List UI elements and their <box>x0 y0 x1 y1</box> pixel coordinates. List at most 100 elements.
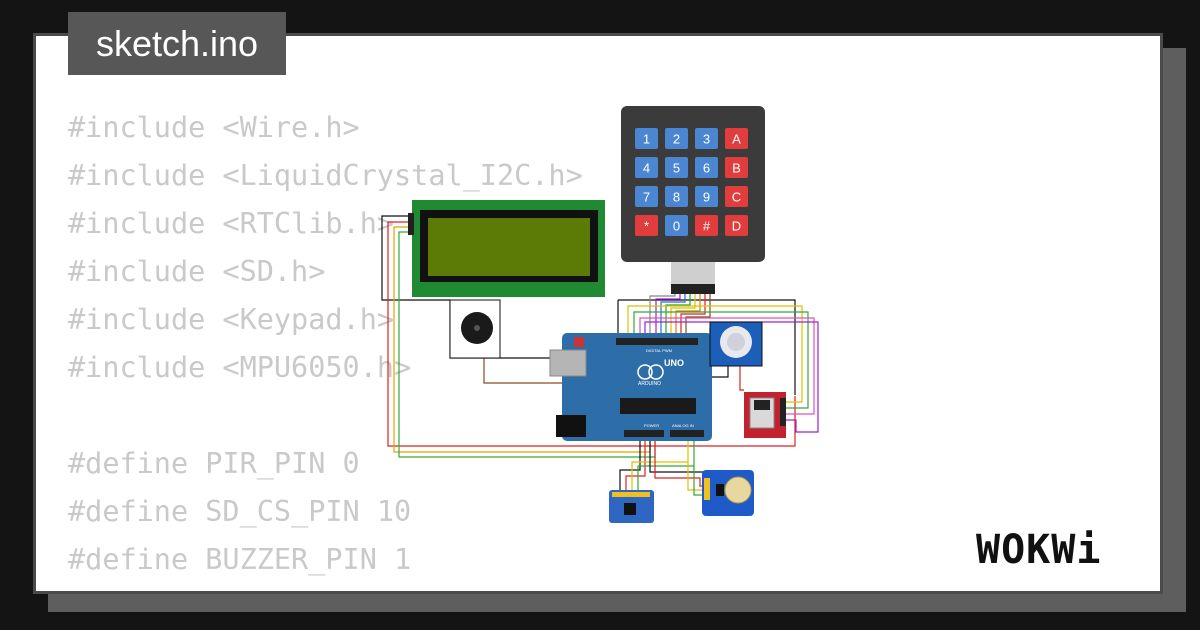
keypad-key-1[interactable] <box>635 128 658 149</box>
lcd-i2c-header <box>408 213 414 235</box>
keypad-key-label: * <box>644 219 649 234</box>
keypad-key-5[interactable] <box>665 157 688 178</box>
wire-green <box>693 466 704 496</box>
keypad-key-D[interactable] <box>725 215 748 236</box>
code-line: #define PIR_PIN 0 <box>68 447 360 480</box>
lcd-screen <box>428 218 590 276</box>
keypad-key-label: A <box>732 132 741 147</box>
pir-sensor[interactable] <box>709 321 763 367</box>
keypad-key-4[interactable] <box>635 157 658 178</box>
keypad-key-label: 3 <box>703 132 710 147</box>
code-line: #include <Wire.h> <box>68 111 360 144</box>
code-line: #include <SD.h> <box>68 255 326 288</box>
arduino-model-label: UNO <box>664 358 684 368</box>
mpu-chip <box>624 503 636 515</box>
keypad-key-3[interactable] <box>695 128 718 149</box>
usb-port <box>549 349 587 377</box>
keypad-key-label: # <box>703 219 711 234</box>
lcd-display[interactable] <box>408 200 605 297</box>
wokwi-logo: WOKWi <box>976 527 1102 573</box>
keypad-key-label: 1 <box>643 132 650 147</box>
mpu-pins <box>612 492 650 497</box>
power-header <box>624 430 664 437</box>
sd-card-icon <box>754 400 770 410</box>
power-jack <box>556 415 586 437</box>
code-line: #define BUZZER_PIN 1 <box>68 543 412 576</box>
wire-red <box>387 221 796 447</box>
wire-green <box>633 311 809 409</box>
wire-yellow <box>631 435 689 490</box>
rtc-chip <box>716 484 724 496</box>
wire-purple <box>655 290 681 340</box>
keypad-key-0[interactable] <box>665 215 688 236</box>
wire-brown <box>685 290 711 340</box>
keypad-key-label: 6 <box>703 161 710 176</box>
code-line: #define SD_CS_PIN 10 <box>68 495 412 528</box>
keypad-key-B[interactable] <box>725 157 748 178</box>
wire-red <box>654 435 704 487</box>
wire-yellow <box>627 305 803 403</box>
wire-red <box>739 365 744 391</box>
wire-green <box>637 435 695 490</box>
filename-tab: sketch.ino <box>68 12 286 75</box>
keypad-key-label: 2 <box>673 132 680 147</box>
atmega-chip <box>620 398 696 414</box>
reset-button[interactable] <box>574 337 584 347</box>
arduino-infinity-logo <box>648 364 664 380</box>
preview-card: #include <Wire.h> #include <LiquidCrystal… <box>33 33 1163 594</box>
buzzer[interactable] <box>449 299 501 359</box>
wire-red <box>625 435 646 490</box>
wire-purple <box>644 321 819 433</box>
analog-label: ANALOG IN <box>672 423 694 428</box>
keypad-key-label: 5 <box>673 161 680 176</box>
arduino-brand-label: ARDUINO <box>638 381 661 387</box>
digital-header <box>616 338 698 345</box>
keypad-key-8[interactable] <box>665 186 688 207</box>
keypad-key-label: 4 <box>643 161 650 176</box>
keypad-key-6[interactable] <box>695 157 718 178</box>
wire-black <box>649 435 705 480</box>
wire-pink <box>639 317 815 415</box>
keypad-key-#[interactable] <box>695 215 718 236</box>
sd-card-module[interactable] <box>744 392 786 438</box>
keypad-key-label: 0 <box>673 219 680 234</box>
mpu6050-module[interactable] <box>609 490 654 523</box>
keypad-key-label: B <box>732 161 741 176</box>
rtc-module[interactable] <box>702 470 754 516</box>
keypad-key-C[interactable] <box>725 186 748 207</box>
code-preview: #include <Wire.h> #include <LiquidCrystal… <box>68 104 583 584</box>
code-line: #include <MPU6050.h> <box>68 351 412 384</box>
code-line: #include <RTClib.h> <box>68 207 395 240</box>
digital-label: DIGITAL PWM <box>646 348 672 353</box>
rtc-battery <box>724 476 752 504</box>
keypad-key-9[interactable] <box>695 186 718 207</box>
analog-header <box>670 430 704 437</box>
pir-lens <box>727 333 745 351</box>
wire-black <box>618 299 796 395</box>
keypad-key-label: 8 <box>673 190 680 205</box>
power-label: POWER <box>644 423 659 428</box>
wire-red <box>680 290 706 340</box>
arduino-uno[interactable]: UNO ARDUINO DIGITAL PWM POWER ANALOG IN <box>549 333 712 441</box>
code-line: #include <Keypad.h> <box>68 303 395 336</box>
buzzer-hole <box>474 325 480 331</box>
keypad-key-A[interactable] <box>725 128 748 149</box>
rtc-pins <box>704 478 710 500</box>
wire-orange <box>675 290 701 340</box>
sd-header <box>780 398 786 426</box>
code-line: #include <LiquidCrystal_I2C.h> <box>68 159 583 192</box>
keypad-key-7[interactable] <box>635 186 658 207</box>
keypad-key-label: C <box>732 190 741 205</box>
keypad-connector <box>671 284 715 294</box>
keypad-key-label: D <box>732 219 741 234</box>
wire-yellow <box>687 462 704 491</box>
wire-black <box>619 435 641 490</box>
keypad-key-*[interactable] <box>635 215 658 236</box>
wire-blue <box>660 290 686 340</box>
arduino-infinity-logo <box>637 364 653 380</box>
wire-yellow <box>670 290 696 340</box>
keypad-key-2[interactable] <box>665 128 688 149</box>
keypad-key-label: 9 <box>703 190 710 205</box>
